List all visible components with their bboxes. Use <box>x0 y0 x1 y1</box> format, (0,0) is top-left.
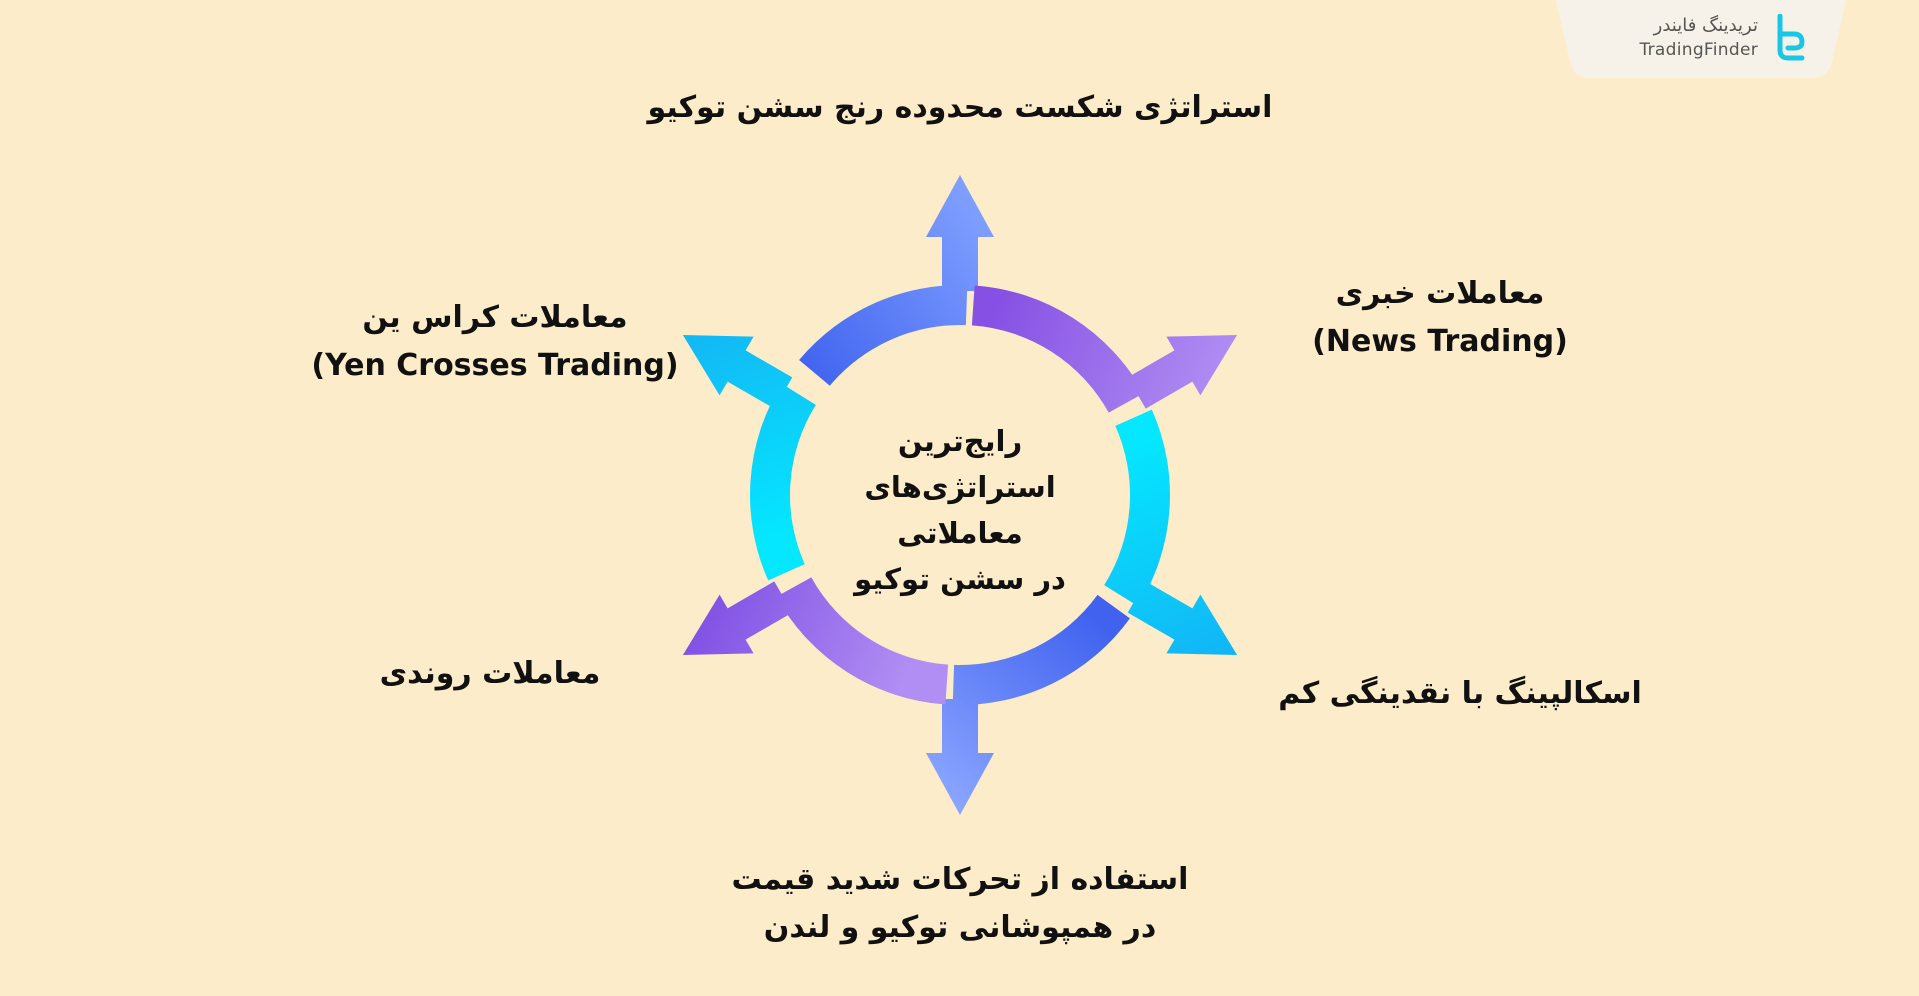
strategy-label-top: استراتژی شکست محدوده رنج سشن توکیو <box>560 84 1360 132</box>
arrow-top <box>926 175 994 291</box>
center-title-line-2: استراتژی‌های معاملاتی <box>864 470 1056 550</box>
strategy-label-bottom-right: اسکالپینگ با نقدینگی کم <box>1250 670 1670 718</box>
strategy-label-top-right-line-2: (News Trading) <box>1312 324 1568 359</box>
strategy-label-bottom: استفاده از تحرکات شدید قیمت در همپوشانی … <box>660 856 1260 952</box>
ring-segment-top <box>799 284 968 386</box>
ring-segment-top-right <box>971 285 1144 413</box>
strategy-label-top-left-line-1: معاملات کراس ین <box>362 300 628 335</box>
arrow-bottom-right <box>1127 581 1238 655</box>
ring-segment-bottom-right <box>1104 409 1170 607</box>
logo-text: تریدینگ فایندر TradingFinder <box>1639 14 1758 62</box>
logo-name-en: TradingFinder <box>1639 40 1758 60</box>
logo-name-fa: تریدینگ فایندر <box>1653 15 1758 36</box>
strategy-label-bottom-left: معاملات روندی <box>330 650 650 698</box>
arrow-top-left <box>682 335 793 409</box>
center-title: رایج‌ترین استراتژی‌های معاملاتی در سشن ت… <box>800 418 1120 602</box>
strategy-label-top-right: معاملات خبری (News Trading) <box>1260 270 1620 366</box>
strategy-label-top-right-line-1: معاملات خبری <box>1335 276 1545 311</box>
center-title-line-3: در سشن توکیو <box>854 562 1066 596</box>
strategy-label-top-left: معاملات کراس ین (Yen Crosses Trading) <box>280 294 710 390</box>
strategy-label-bottom-line-2: در همپوشانی توکیو و لندن <box>763 910 1157 945</box>
tradingfinder-logo-icon <box>1777 14 1805 61</box>
strategy-label-bottom-left-line-1: معاملات روندی <box>379 656 601 691</box>
ring-segment-top-left <box>750 383 816 581</box>
brand-logo[interactable]: تریدینگ فایندر TradingFinder <box>1556 0 1846 78</box>
center-title-line-1: رایج‌ترین <box>897 424 1023 458</box>
arrow-bottom <box>926 699 994 815</box>
strategy-label-bottom-line-1: استفاده از تحرکات شدید قیمت <box>731 862 1189 897</box>
ring-segment-bottom <box>952 594 1130 706</box>
arrow-bottom-left <box>682 581 793 655</box>
strategy-label-top-line-1: استراتژی شکست محدوده رنج سشن توکیو <box>647 90 1273 125</box>
strategy-label-top-left-line-2: (Yen Crosses Trading) <box>311 348 679 383</box>
logo-tab-background <box>1556 0 1846 78</box>
ring-segment-bottom-left <box>776 577 949 705</box>
strategy-label-bottom-right-line-1: اسکالپینگ با نقدینگی کم <box>1278 676 1642 711</box>
arrow-top-right <box>1127 335 1238 409</box>
